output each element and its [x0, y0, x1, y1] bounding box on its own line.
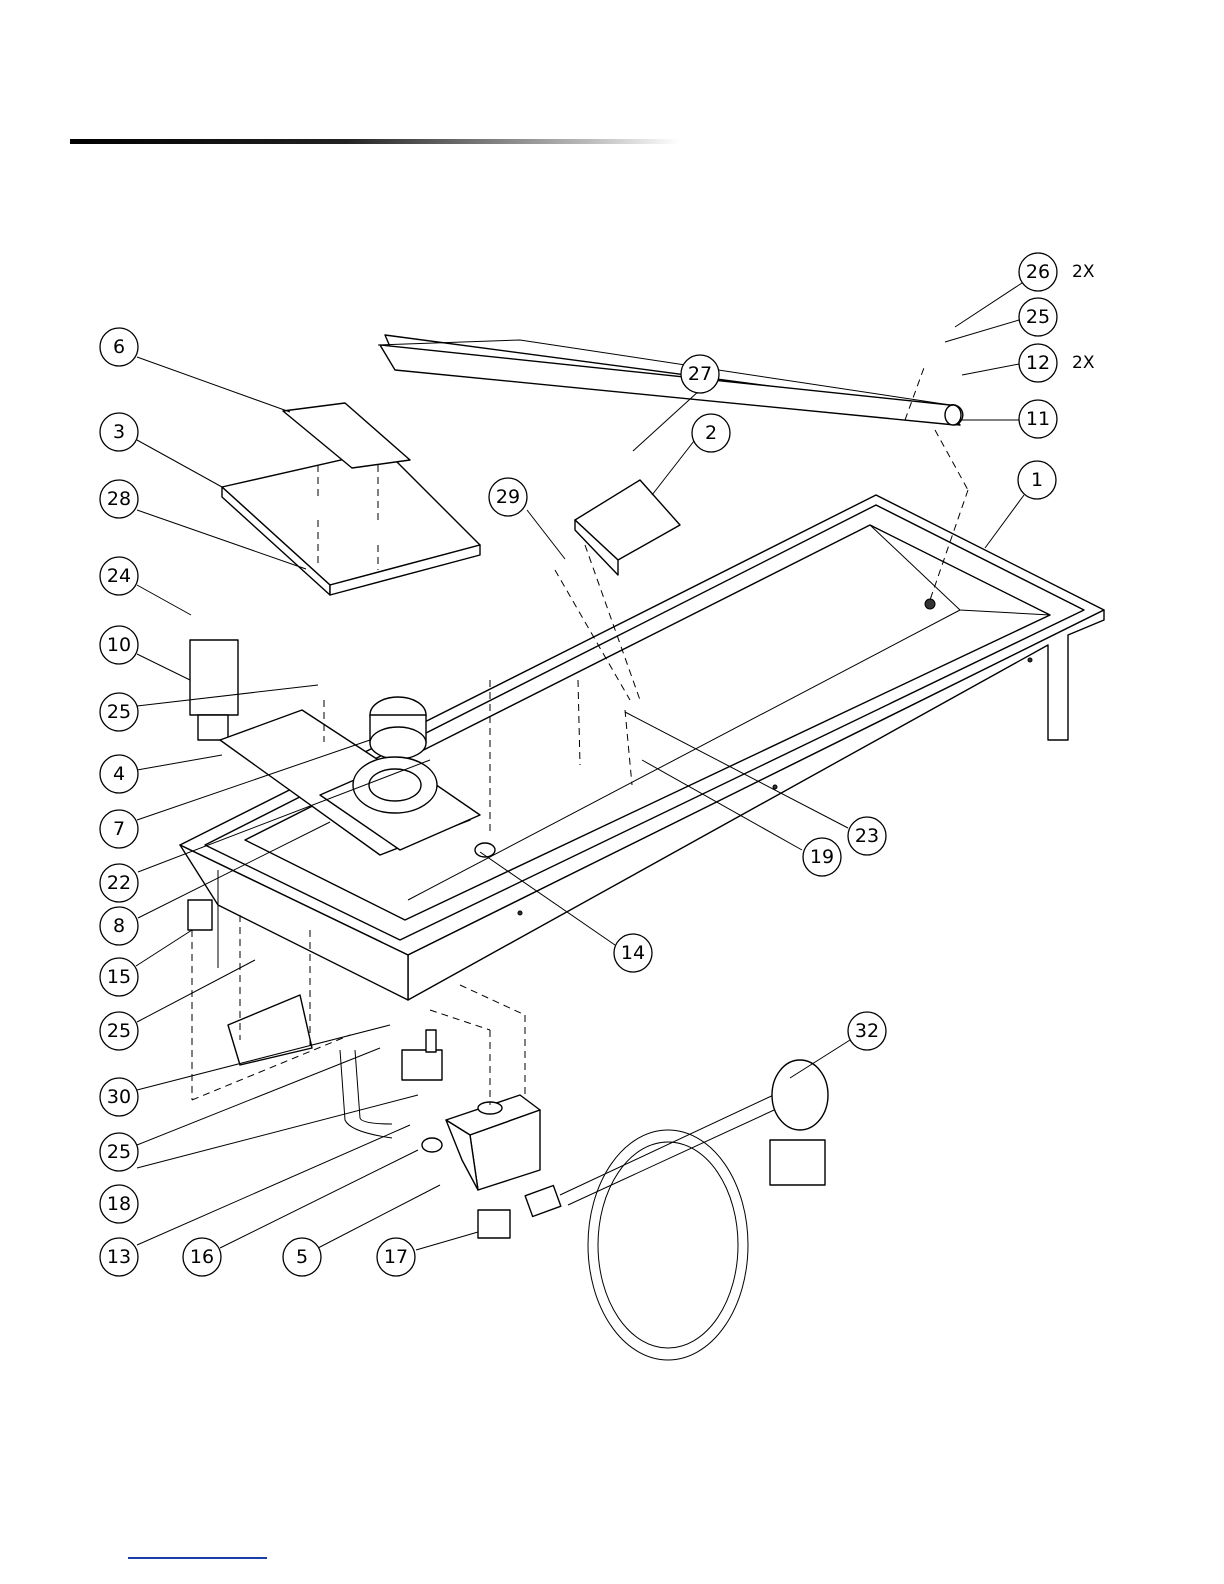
- svg-text:18: 18: [107, 1193, 131, 1215]
- svg-text:25: 25: [107, 1020, 131, 1042]
- callout-4: 4: [100, 755, 138, 793]
- callout-17: 17: [377, 1238, 415, 1276]
- ignition-module: [190, 640, 238, 740]
- svg-text:4: 4: [113, 763, 125, 785]
- svg-text:25: 25: [1026, 306, 1050, 328]
- svg-text:12: 12: [1026, 352, 1050, 374]
- callout-1: 1: [1018, 461, 1056, 499]
- svg-text:13: 13: [107, 1246, 131, 1268]
- callout-2: 2: [692, 414, 730, 452]
- callout-22: 22: [100, 864, 138, 902]
- svg-text:14: 14: [621, 942, 645, 964]
- manifold-box: [446, 1095, 540, 1190]
- callout-28: 28: [100, 480, 138, 518]
- callout-26: 26 2X: [1019, 253, 1095, 291]
- svg-text:25: 25: [107, 701, 131, 723]
- svg-text:25: 25: [107, 1141, 131, 1163]
- callout-18: 18: [100, 1185, 138, 1223]
- callout-25: 25: [1019, 298, 1057, 336]
- callout-14: 14: [614, 934, 652, 972]
- callout-10: 10: [100, 626, 138, 664]
- callout-13: 13: [100, 1238, 138, 1276]
- svg-text:19: 19: [810, 846, 834, 868]
- svg-text:30: 30: [107, 1086, 131, 1108]
- svg-text:29: 29: [496, 486, 520, 508]
- callout-25: 25: [100, 1133, 138, 1171]
- footer-link-underline[interactable]: [128, 1557, 267, 1559]
- callout-24: 24: [100, 557, 138, 595]
- callout-25: 25: [100, 1012, 138, 1050]
- svg-text:24: 24: [107, 565, 131, 587]
- svg-text:6: 6: [113, 336, 125, 358]
- svg-text:2: 2: [705, 422, 717, 444]
- callout-15: 15: [100, 958, 138, 996]
- callout-5: 5: [283, 1238, 321, 1276]
- callout-25: 25: [100, 693, 138, 731]
- callout-qty: 2X: [1072, 262, 1095, 282]
- gas-hose-regulator: [525, 1060, 828, 1360]
- venturi-cup: [370, 697, 426, 759]
- callout-8: 8: [100, 907, 138, 945]
- burner-tube: [378, 335, 963, 425]
- svg-text:7: 7: [113, 818, 125, 840]
- callout-27: 27: [681, 355, 719, 393]
- callout-30: 30: [100, 1078, 138, 1116]
- svg-text:1: 1: [1031, 469, 1043, 491]
- svg-text:15: 15: [107, 966, 131, 988]
- svg-text:5: 5: [296, 1246, 308, 1268]
- svg-text:26: 26: [1026, 261, 1050, 283]
- svg-text:28: 28: [107, 488, 131, 510]
- callout-qty: 2X: [1072, 353, 1095, 373]
- svg-text:17: 17: [384, 1246, 408, 1268]
- callout-12: 12 2X: [1019, 344, 1095, 382]
- callout-6: 6: [100, 328, 138, 366]
- callout-11: 11: [1019, 400, 1057, 438]
- svg-text:3: 3: [113, 421, 125, 443]
- svg-text:22: 22: [107, 872, 131, 894]
- logo-plate: [283, 403, 410, 468]
- svg-text:16: 16: [190, 1246, 214, 1268]
- callout-32: 32: [848, 1012, 886, 1050]
- burner-lid: [222, 450, 480, 595]
- callout-7: 7: [100, 810, 138, 848]
- callout-29: 29: [489, 478, 527, 516]
- svg-text:10: 10: [107, 634, 131, 656]
- svg-text:23: 23: [855, 825, 879, 847]
- svg-text:11: 11: [1026, 408, 1050, 430]
- svg-text:8: 8: [113, 915, 125, 937]
- callout-3: 3: [100, 413, 138, 451]
- callout-19: 19: [803, 838, 841, 876]
- callout-23: 23: [848, 817, 886, 855]
- callout-16: 16: [183, 1238, 221, 1276]
- svg-text:27: 27: [688, 363, 712, 385]
- svg-text:32: 32: [855, 1020, 879, 1042]
